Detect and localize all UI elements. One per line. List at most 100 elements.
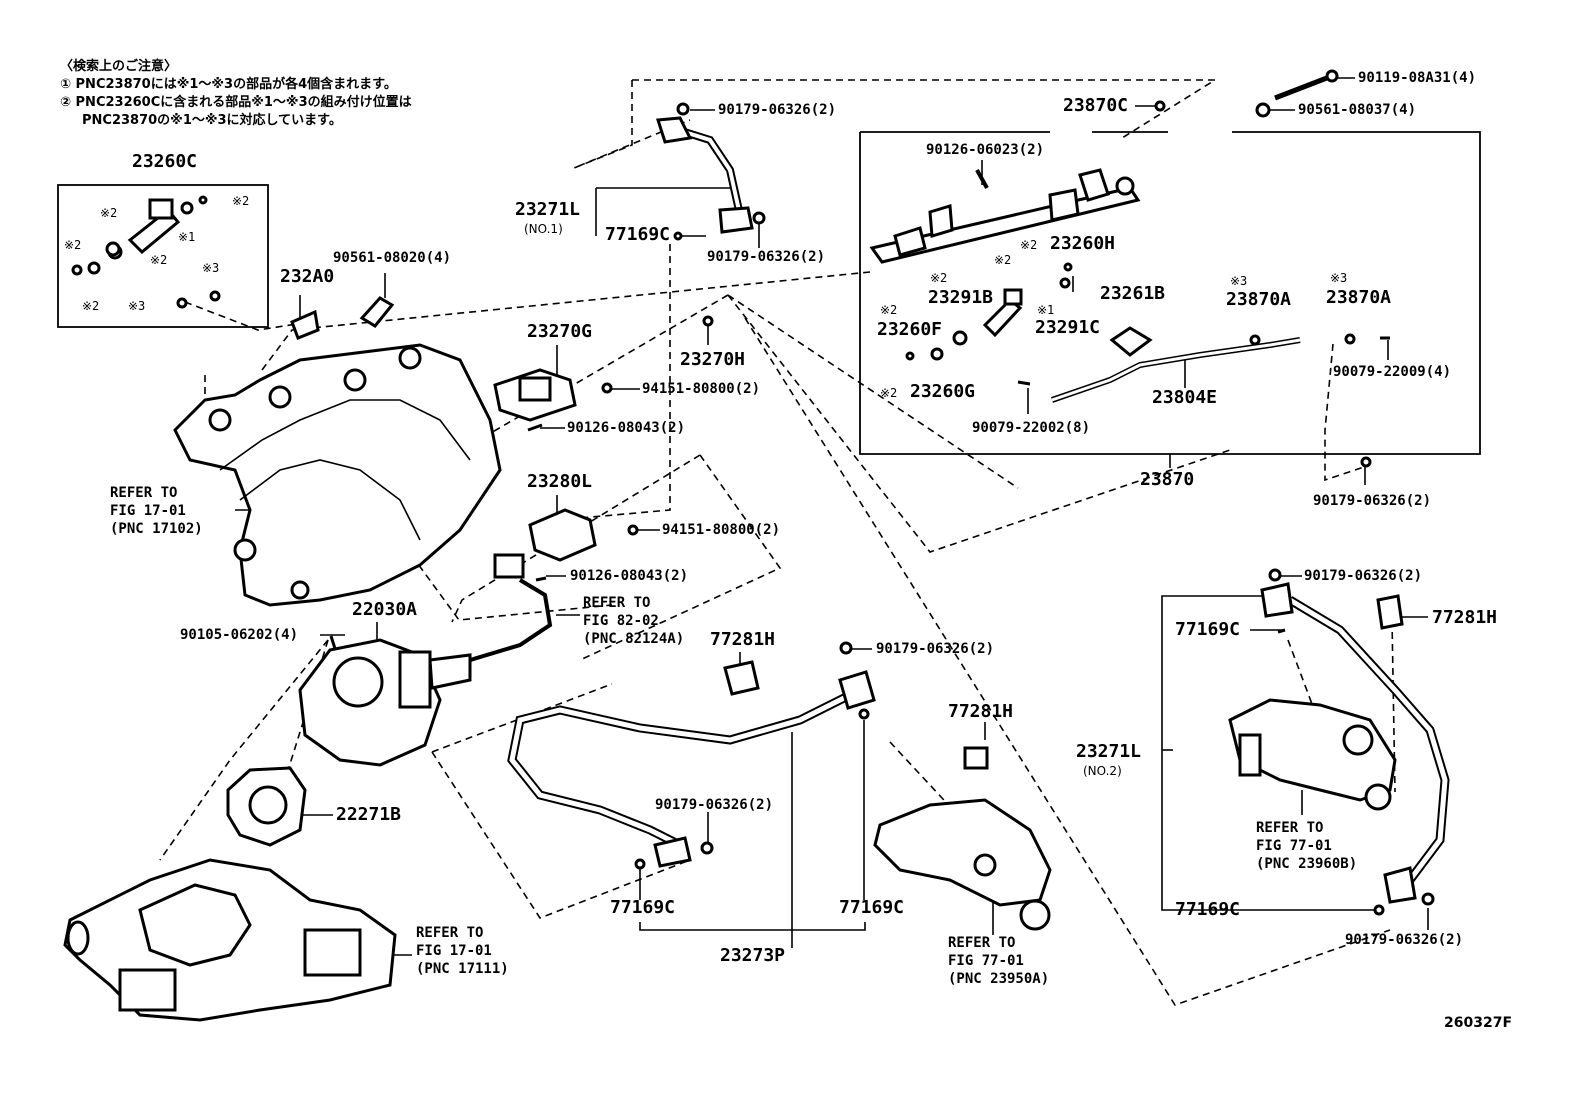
- label-90105-06202[interactable]: 90105-06202(4): [180, 627, 299, 643]
- refer-17111-line3[interactable]: (PNC 17111): [416, 961, 509, 977]
- label-90079-22002[interactable]: 90079-22002(8): [972, 420, 1091, 436]
- marker-2: ※2: [150, 253, 168, 267]
- refer-23960-line1: REFER TO: [1256, 820, 1324, 836]
- refer-23950-line3[interactable]: (PNC 23950A): [948, 971, 1050, 987]
- label-23870C[interactable]: 23870C: [1063, 95, 1129, 116]
- label-23273P[interactable]: 23273P: [720, 945, 786, 966]
- fuel-rail-23870: [869, 168, 1301, 403]
- label-23260G[interactable]: 23260G: [910, 381, 976, 402]
- marker-1: ※1: [1037, 303, 1055, 317]
- label-90179-06326[interactable]: 90179-06326(2): [707, 249, 826, 265]
- marker-2: ※2: [930, 271, 948, 285]
- label-23870[interactable]: 23870: [1140, 469, 1195, 490]
- refer-17102-line1: REFER TO: [110, 485, 178, 501]
- label-77169C[interactable]: 77169C: [839, 897, 905, 918]
- label-232A0[interactable]: 232A0: [280, 266, 335, 287]
- wire-harness: [439, 578, 553, 667]
- refer-17111-line2[interactable]: FIG 17-01: [416, 943, 492, 959]
- throttle-body-22030A: [298, 638, 472, 767]
- vsv-23270G: [493, 368, 577, 422]
- label-90179-06326[interactable]: 90179-06326(2): [655, 797, 774, 813]
- marker-2: ※2: [232, 194, 250, 208]
- label-23260C[interactable]: 23260C: [132, 151, 198, 172]
- label-23291C[interactable]: 23291C: [1035, 317, 1101, 338]
- fuel-pump-23960B: [1228, 698, 1397, 811]
- label-23260F[interactable]: 23260F: [877, 319, 943, 340]
- label-23271L[interactable]: 23271L: [515, 199, 581, 220]
- label-no2: (NO.2): [1083, 764, 1122, 778]
- vsv-23280L: [493, 508, 597, 579]
- label-90561-08020[interactable]: 90561-08020(4): [333, 250, 452, 266]
- label-23261B[interactable]: 23261B: [1100, 283, 1166, 304]
- refer-23960-line2[interactable]: FIG 77-01: [1256, 838, 1332, 854]
- marker-2: ※2: [100, 206, 118, 220]
- label-94151-80800[interactable]: 94151-80800(2): [662, 522, 781, 538]
- intake-chamber: [63, 858, 397, 1022]
- label-90126-06023[interactable]: 90126-06023(2): [926, 142, 1045, 158]
- label-94151-80800[interactable]: 94151-80800(2): [642, 381, 761, 397]
- refer-17111-line1: REFER TO: [416, 925, 484, 941]
- kit-23260C-box: [57, 184, 269, 328]
- label-90179-06326[interactable]: 90179-06326(2): [1304, 568, 1423, 584]
- gasket-22271B: [226, 766, 307, 847]
- marker-3: ※3: [1330, 271, 1348, 285]
- marker-2: ※2: [994, 253, 1012, 267]
- label-90179-06326[interactable]: 90179-06326(2): [718, 102, 837, 118]
- label-23870A[interactable]: 23870A: [1326, 287, 1392, 308]
- marker-2: ※2: [64, 238, 82, 252]
- refer-82-line1: REFER TO: [583, 595, 651, 611]
- refer-23950-line1: REFER TO: [948, 935, 1016, 951]
- marker-3: ※3: [202, 261, 220, 275]
- label-23270G[interactable]: 23270G: [527, 321, 593, 342]
- marker-2: ※2: [82, 299, 100, 313]
- refer-23960-line3[interactable]: (PNC 23960B): [1256, 856, 1358, 872]
- label-77169C[interactable]: 77169C: [610, 897, 676, 918]
- pressure-regulator-23950A: [873, 746, 1052, 931]
- label-90126-08043[interactable]: 90126-08043(2): [570, 568, 689, 584]
- label-77169C[interactable]: 77169C: [1175, 899, 1241, 920]
- label-90179-06326[interactable]: 90179-06326(2): [876, 641, 995, 657]
- fuel-hose-23271L-no1: [656, 116, 754, 234]
- figure-id: 260327F: [1444, 1015, 1513, 1031]
- label-90126-08043[interactable]: 90126-08043(2): [567, 420, 686, 436]
- marker-3: ※3: [1230, 274, 1248, 288]
- label-77169C[interactable]: 77169C: [1175, 619, 1241, 640]
- label-22271B[interactable]: 22271B: [336, 804, 402, 825]
- label-23260H[interactable]: 23260H: [1050, 233, 1116, 254]
- refer-82-line2[interactable]: FIG 82-02: [583, 613, 659, 629]
- label-23271L[interactable]: 23271L: [1076, 741, 1142, 762]
- notes-line3: PNC23870の※1～※3に対応しています。: [82, 113, 342, 128]
- label-77281H[interactable]: 77281H: [710, 629, 776, 650]
- label-90119-08A31[interactable]: 90119-08A31(4): [1358, 70, 1477, 86]
- refer-17102-line3[interactable]: (PNC 17102): [110, 521, 203, 537]
- injector-23260C: [105, 198, 181, 257]
- label-90561-08037[interactable]: 90561-08037(4): [1298, 102, 1417, 118]
- label-77169C[interactable]: 77169C: [605, 224, 671, 245]
- label-23270H[interactable]: 23270H: [680, 349, 746, 370]
- notes-title: 〈検索上のご注意〉: [60, 59, 178, 74]
- marker-2: ※2: [880, 303, 898, 317]
- label-77281H[interactable]: 77281H: [1432, 607, 1498, 628]
- label-23804E[interactable]: 23804E: [1152, 387, 1218, 408]
- marker-2: ※2: [880, 386, 898, 400]
- label-23870A[interactable]: 23870A: [1226, 289, 1292, 310]
- label-90179-06326[interactable]: 90179-06326(2): [1313, 493, 1432, 509]
- refer-23950-line2[interactable]: FIG 77-01: [948, 953, 1024, 969]
- label-22030A[interactable]: 22030A: [352, 599, 418, 620]
- marker-2: ※2: [1020, 238, 1038, 252]
- label-23291B[interactable]: 23291B: [928, 287, 994, 308]
- notes-line1: ① PNC23870には※1～※3の部品が各4個含まれます。: [60, 77, 397, 92]
- label-90079-22009[interactable]: 90079-22009(4): [1333, 364, 1452, 380]
- label-90179-06326[interactable]: 90179-06326(2): [1345, 932, 1464, 948]
- label-77281H[interactable]: 77281H: [948, 701, 1014, 722]
- fuel-hose-23271L-no2: [1260, 582, 1450, 904]
- refer-82-line3[interactable]: (PNC 82124A): [583, 631, 685, 647]
- notes-line2: ② PNC23260Cに含まれる部品※1～※3の組み付け位置は: [60, 95, 412, 110]
- label-no1: (NO.1): [524, 222, 563, 236]
- marker-1: ※1: [178, 230, 196, 244]
- refer-17102-line2[interactable]: FIG 17-01: [110, 503, 186, 519]
- label-23280L[interactable]: 23280L: [527, 471, 593, 492]
- intake-manifold: [173, 343, 502, 607]
- fuel-hose-23273P: [507, 660, 876, 868]
